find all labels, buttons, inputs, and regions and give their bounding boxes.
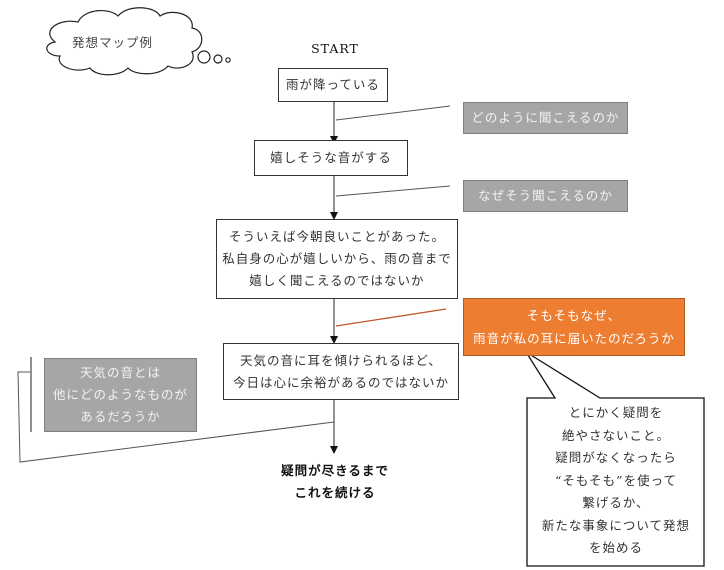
thought-bubble-large bbox=[197, 50, 211, 64]
flow-step-4-line: 今日は心に余裕があるのではないか bbox=[232, 374, 449, 390]
flow-step-3-line: そういえば今朝良いことがあった。 bbox=[228, 229, 445, 244]
flow-step-1-line: 雨が降っている bbox=[286, 77, 380, 92]
connector-q3 bbox=[335, 308, 447, 327]
callout-line: を始める bbox=[588, 540, 643, 555]
question-box-3: そもそもなぜ、 雨音が私の耳に届いたのだろうか bbox=[463, 298, 685, 356]
callout-line: “そもそも”を使って bbox=[555, 472, 677, 488]
connector-q2 bbox=[335, 185, 451, 197]
flow-step-3-line: 私自身の心が嬉しいから、雨の音まで bbox=[222, 251, 452, 266]
callout-line: 絶やさないこと。 bbox=[561, 427, 670, 443]
question-3-line: そもそもなぜ、 bbox=[526, 308, 622, 323]
callout-line: 疑問がなくなったら bbox=[555, 450, 677, 465]
start-label: START bbox=[311, 41, 359, 56]
flow-step-2-line: 嬉しそうな音がする bbox=[270, 150, 392, 165]
flow-step-3: そういえば今朝良いことがあった。 私自身の心が嬉しいから、雨の音まで 嬉しく聞こ… bbox=[216, 219, 458, 299]
question-2-line: なぜそう聞こえるのか bbox=[478, 188, 613, 203]
cloud-title: 発想マップ例 bbox=[72, 35, 154, 50]
thought-bubble-medium bbox=[213, 54, 223, 64]
thought-cloud-shape bbox=[46, 7, 203, 76]
question-4-line: 天気の音とは bbox=[79, 365, 161, 380]
flow-step-4: 天気の音に耳を傾けられるほど、 今日は心に余裕があるのではないか bbox=[223, 343, 459, 400]
connector-q4 bbox=[17, 371, 335, 463]
question-4-line: あるだろうか bbox=[80, 409, 161, 424]
connector-q1 bbox=[335, 105, 451, 121]
callout-line: とにかく疑問を bbox=[568, 405, 664, 420]
flow-step-3-line: 嬉しく聞こえるのではないか bbox=[249, 273, 425, 288]
question-box-1: どのように聞こえるのか bbox=[463, 102, 628, 134]
callout-shape bbox=[525, 351, 705, 567]
ending-line: 疑問が尽きるまで bbox=[281, 463, 389, 478]
question-4-line: 他にどのようなものが bbox=[52, 387, 188, 402]
callout-line: 新たな事象について発想 bbox=[541, 517, 691, 533]
callout-text: とにかく疑問を 絶やさないこと。 疑問がなくなったら “そもそも”を使って 繋げ… bbox=[528, 402, 704, 560]
question-box-4: 天気の音とは 他にどのようなものが あるだろうか bbox=[44, 358, 197, 432]
question-box-2: なぜそう聞こえるのか bbox=[463, 180, 628, 212]
ending-line: これを続ける bbox=[294, 485, 376, 500]
callout-line: 繋げるか、 bbox=[582, 495, 650, 510]
flow-step-2: 嬉しそうな音がする bbox=[254, 140, 408, 176]
question-1-line: どのように聞こえるのか bbox=[471, 110, 620, 125]
ending-text: 疑問が尽きるまで これを続ける bbox=[260, 460, 410, 504]
question-3-line: 雨音が私の耳に届いたのだろうか bbox=[473, 331, 675, 346]
thought-bubble-small bbox=[225, 57, 231, 63]
flow-step-1: 雨が降っている bbox=[278, 68, 388, 102]
flow-step-4-line: 天気の音に耳を傾けられるほど、 bbox=[240, 352, 442, 368]
